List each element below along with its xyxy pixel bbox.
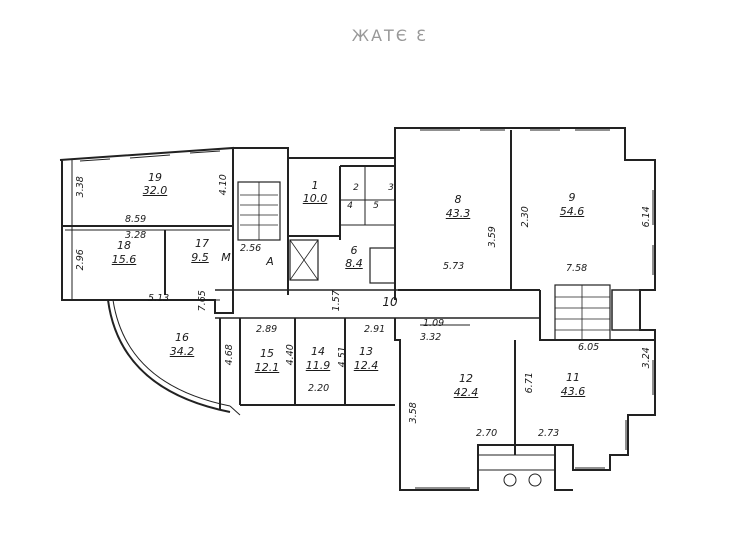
room-area: 12.1 [254,361,280,374]
room-mark: A [266,255,274,268]
dimension-label: 4.51 [336,346,348,368]
dimension-label: 4.68 [223,344,235,366]
room-number: 17 [195,237,209,250]
dimension-label: 2.89 [256,324,278,335]
room-area: 43.6 [560,385,586,398]
room-number: 6 [350,244,358,257]
room-area: 9.5 [191,251,209,264]
room-number: 8 [454,193,462,206]
dimension-label: 3.32 [420,332,442,343]
room-area: 32.0 [142,184,168,197]
dimension-label: 3.24 [640,347,652,369]
room-area: 8.4 [345,257,363,270]
room-area: 43.3 [445,207,471,220]
room-area: 10.0 [302,192,328,205]
room-area: 34.2 [169,345,195,358]
dimension-label: 2.91 [364,324,386,335]
elevator-shaft [289,239,319,281]
room-area: 15.6 [111,253,137,266]
dimension-label: 2.73 [538,428,560,439]
room-number: 18 [117,239,131,252]
stair-well [554,284,611,341]
room-number: 19 [148,171,162,184]
room-number: 16 [175,331,189,344]
room-mark: M [221,251,231,264]
room-area: 11.9 [305,359,331,372]
room-number: 3 [388,183,394,193]
dimension-label: 4.40 [284,344,296,366]
dimension-label: 2.20 [308,383,330,394]
room-number: 14 [311,345,325,358]
room-number: 11 [566,371,580,384]
dimension-label: 1.57 [330,290,342,312]
dimension-label: 7.65 [196,290,208,312]
curved-wall [107,299,231,413]
room-area: 12.4 [353,359,379,372]
dimension-label: 2.56 [240,243,262,254]
dimension-label: 6.71 [523,372,535,394]
room-number: 15 [260,347,274,360]
dimension-label: 7.58 [566,263,588,274]
room-area: 42.4 [453,386,479,399]
room-number: 1 [311,179,319,192]
room-number: 2 [353,183,359,193]
dimension-label: 3.38 [74,176,86,198]
room-number: 4 [347,201,353,211]
room-number: 10 [382,295,398,309]
room-number: 13 [359,345,373,358]
dimension-label: 2.70 [476,428,498,439]
dimension-label: 6.05 [578,342,600,353]
dimension-label: 3.59 [486,226,498,248]
dimension-label: 5.13 [148,293,170,304]
room-number: 9 [568,191,576,204]
dimension-label: 5.73 [443,261,465,272]
dimension-label: 4.10 [217,174,229,196]
wall-outer [394,127,656,471]
room-number: 5 [373,201,379,211]
dimension-label: 1.09 [423,318,445,329]
dimension-label: 3.58 [407,402,419,424]
dimension-label: 2.30 [519,206,531,228]
dimension-label: 3.28 [125,230,147,241]
dimension-label: 2.96 [74,249,86,271]
room-number: 12 [459,372,473,385]
room-area: 54.6 [559,205,585,218]
dimension-label: 8.59 [125,214,147,225]
dimension-label: 6.14 [640,206,652,228]
